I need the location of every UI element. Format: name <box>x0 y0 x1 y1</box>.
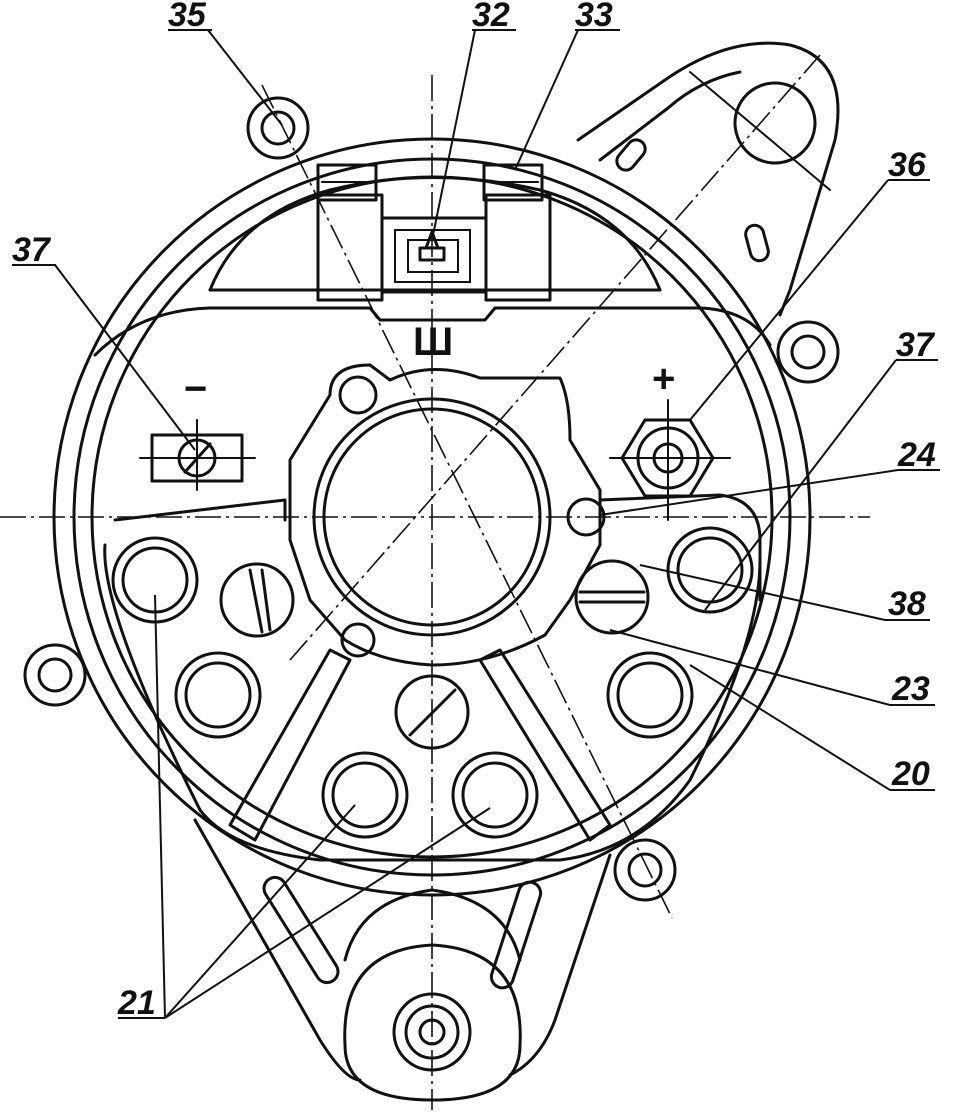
callout-36: 36 <box>888 146 927 184</box>
callout-35: 35 <box>168 0 207 34</box>
slotted-rivets <box>219 559 650 750</box>
plus-terminal-mark: + <box>652 357 675 401</box>
diode-cups <box>111 526 754 839</box>
callout-24: 24 <box>897 436 936 474</box>
terminal-symbols: Ш − + <box>184 320 675 411</box>
callout-37-left: 37 <box>12 231 52 269</box>
callout-21: 21 <box>117 984 156 1022</box>
bottom-mounting-lug <box>193 818 612 1102</box>
leader-lines <box>12 29 940 1019</box>
callout-38: 38 <box>888 585 926 623</box>
top-mounting-lug <box>576 41 840 317</box>
housing-ears <box>23 96 840 902</box>
minus-terminal-mark: − <box>184 367 207 411</box>
bearing-boss <box>288 363 606 667</box>
plus-terminal-nut <box>609 399 731 521</box>
callout-20: 20 <box>891 755 930 793</box>
callout-33: 33 <box>575 0 613 34</box>
callout-23: 23 <box>891 670 930 708</box>
callout-32: 32 <box>472 0 510 34</box>
field-terminal-mark: Ш <box>413 320 453 364</box>
brush-holder <box>208 163 662 302</box>
callout-numbers: 35 32 33 36 37 37 24 38 23 20 21 <box>12 0 936 1022</box>
minus-terminal <box>139 419 256 491</box>
callout-37-right: 37 <box>896 326 936 364</box>
